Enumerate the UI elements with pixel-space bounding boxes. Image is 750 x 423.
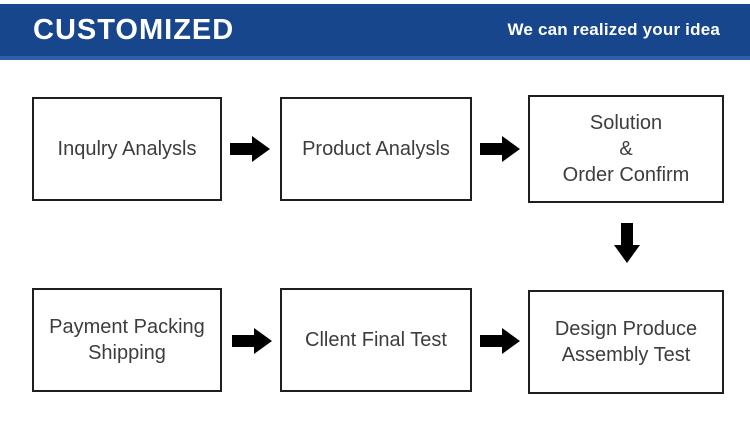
flow-step-product-analysis: Product Analysls [280, 97, 472, 201]
flow-step-label: Cllent Final Test [305, 329, 447, 351]
flow-step-label: Payment Packing [49, 316, 205, 338]
flow-step-label: Solution [589, 112, 663, 134]
header-tagline: We can realized your idea [507, 20, 720, 39]
flow-step-label: Product Analysls [302, 138, 450, 160]
page-title: CUSTOMIZED [33, 13, 235, 46]
flow-step-label: Shipping [88, 342, 166, 364]
flow-step-label: & [619, 138, 633, 160]
flow-step-inquiry-analysis: Inqulry Analysls [32, 97, 222, 201]
flow-step-label: Design Produce [554, 318, 698, 340]
flow-step-label: Inqulry Analysls [57, 138, 197, 160]
flow-step-label: Order Confirm [562, 164, 690, 186]
arrow-right-icon [480, 134, 520, 164]
header-banner: CUSTOMIZED We can realized your idea [0, 4, 750, 60]
arrow-right-icon [480, 326, 520, 356]
flow-step-label: Assembly Test [561, 344, 691, 366]
flow-step-client-final-test: Cllent Final Test [280, 288, 472, 392]
flow-step-payment-packing-shipping: Payment Packing Shipping [32, 288, 222, 392]
flow-step-design-produce-assembly-test: Design Produce Assembly Test [528, 290, 724, 394]
arrow-down-icon [611, 223, 643, 263]
arrow-right-icon [230, 134, 270, 164]
flow-step-solution-order-confirm: Solution & Order Confirm [528, 95, 724, 203]
arrow-right-icon [232, 326, 272, 356]
